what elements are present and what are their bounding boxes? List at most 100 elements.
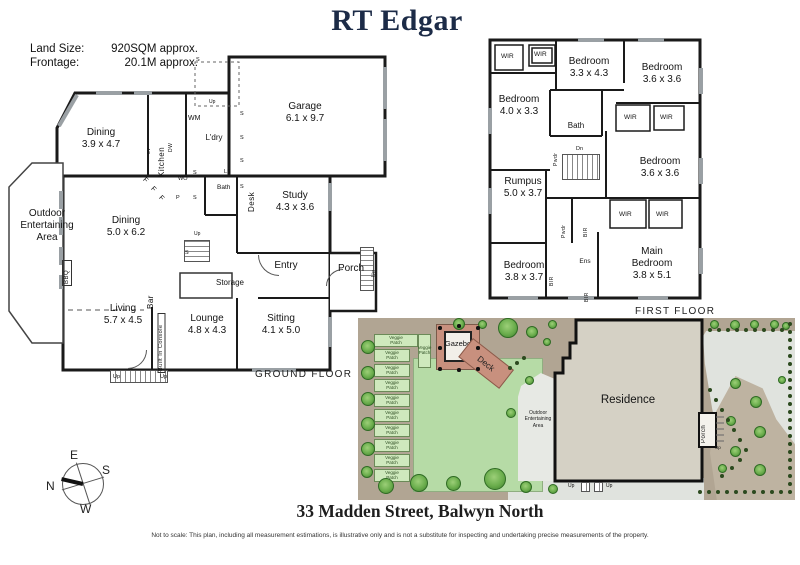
tree-icon	[548, 484, 558, 494]
closet-wir: WIR	[660, 114, 673, 121]
shrub-icon	[726, 418, 730, 422]
marker-bath: Bath	[217, 184, 231, 191]
tree-icon	[410, 474, 428, 492]
shrub-icon	[762, 328, 766, 332]
ground-floor-walls	[8, 55, 387, 372]
marker-ls: LS	[224, 169, 231, 175]
marker-pwdr: Pwdr	[561, 224, 567, 238]
closet-wir: WIR	[619, 211, 632, 218]
shrub-icon	[788, 450, 792, 454]
gazebo-post-dot	[438, 367, 442, 371]
shrub-icon	[744, 328, 748, 332]
site-steps	[594, 482, 603, 492]
gf-porch-steps	[360, 247, 374, 291]
closet-wir: WIR	[624, 114, 637, 121]
compass-e: E	[70, 448, 79, 462]
shrub-icon	[508, 366, 512, 370]
tree-icon	[361, 442, 375, 456]
shrub-icon	[738, 458, 742, 462]
closet-wir: WIR	[656, 211, 669, 218]
shrub-icon	[788, 322, 792, 326]
shrub-icon	[708, 328, 712, 332]
shrub-icon	[788, 378, 792, 382]
rear-path	[508, 478, 704, 500]
site-steps-up: Up	[568, 483, 575, 489]
ground-floor-caption: GROUND FLOOR	[255, 369, 353, 380]
shrub-icon	[752, 490, 756, 494]
marker-p: P	[176, 195, 180, 201]
site-steps	[581, 482, 590, 492]
shrub-icon	[743, 490, 747, 494]
shrub-icon	[738, 438, 742, 442]
gazebo-post-dot	[457, 368, 461, 372]
shrub-icon	[717, 328, 721, 332]
gazebo-post-dot	[438, 346, 442, 350]
shrub-icon	[788, 362, 792, 366]
tree-icon	[730, 446, 741, 457]
shrub-icon	[734, 490, 738, 494]
gazebo-post-dot	[476, 326, 480, 330]
shrub-icon	[780, 328, 784, 332]
marker-bar: Bar	[146, 295, 155, 309]
shrub-icon	[730, 466, 734, 470]
shrub-icon	[788, 466, 792, 470]
marker-up: Up	[209, 99, 216, 105]
shrub-icon	[771, 328, 775, 332]
gf-entry-steps	[110, 370, 168, 383]
compass-s: S	[102, 463, 111, 477]
tree-icon	[361, 366, 375, 380]
tree-icon	[478, 320, 487, 329]
frontage-label: Frontage:	[30, 57, 80, 70]
tree-icon	[754, 464, 766, 476]
disclaimer-text: Not to scale: This plan, including all m…	[151, 532, 649, 539]
site-steps-up: Up	[606, 483, 613, 489]
tree-icon	[750, 396, 762, 408]
marker-up: Up	[113, 374, 121, 380]
room-label-ens: Ens	[579, 258, 591, 265]
residence-label: Residence	[600, 394, 656, 406]
gazebo-label: Gazebo	[444, 339, 472, 348]
cupboard-marker-s: S	[240, 135, 244, 141]
marker-bbq: BBQ	[62, 260, 72, 286]
tree-icon	[754, 426, 766, 438]
shrub-icon	[714, 398, 718, 402]
marker-dw: DW	[168, 142, 174, 152]
closet-wir: WIR	[534, 51, 547, 58]
tree-icon	[498, 318, 518, 338]
land-size-value: 920SQM approx.	[111, 43, 198, 55]
shrub-icon	[720, 474, 724, 478]
cupboard-marker-s: S	[240, 158, 244, 164]
shrub-icon	[716, 490, 720, 494]
tree-icon	[526, 326, 538, 338]
shrub-icon	[788, 394, 792, 398]
tree-icon	[378, 478, 394, 494]
ff-stairs	[562, 154, 600, 180]
site-porch-label: Porch	[701, 424, 707, 443]
cupboard-marker-s: S	[240, 111, 244, 117]
shrub-icon	[788, 442, 792, 446]
cupboard-marker-s: S	[185, 250, 189, 256]
shrub-icon	[788, 458, 792, 462]
shrub-icon	[753, 328, 757, 332]
shrub-icon	[725, 490, 729, 494]
shrub-icon	[788, 346, 792, 350]
marker-bir: BIR	[583, 227, 589, 237]
property-address: 33 Madden Street, Balwyn North	[296, 501, 544, 521]
shrub-icon	[788, 354, 792, 358]
